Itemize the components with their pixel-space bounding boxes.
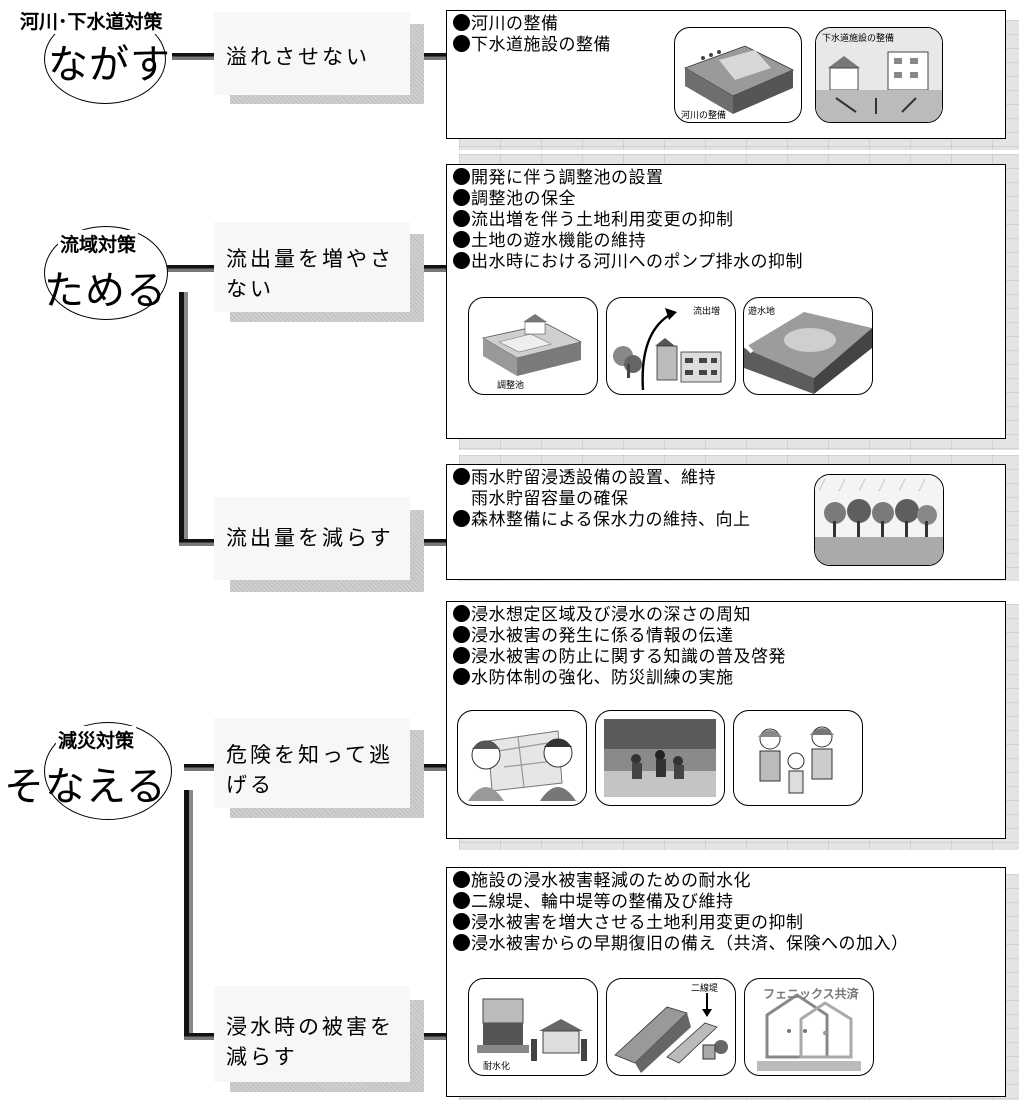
river-improvement-illustration: 河川の整備	[674, 27, 802, 123]
list-item: 雨水貯留容量の確保	[471, 489, 629, 509]
runoff-increase-illustration: 流出増	[606, 297, 736, 395]
list-item: 浸水被害の防止に関する知識の普及啓発	[453, 647, 999, 668]
connector	[410, 539, 448, 546]
subcategory-box: 浸水時の被害を減らす	[214, 986, 410, 1082]
subcategory-box: 溢れさせない	[214, 12, 410, 95]
secondary-levee-illustration: 二線堤	[606, 978, 736, 1076]
list-item: 施設の浸水被害軽減のための耐水化	[453, 871, 999, 892]
list-item: 浸水被害からの早期復旧の備え（共済、保険への加入）	[453, 934, 999, 955]
phoenix-mutual-aid-illustration: フェニックス共済	[744, 978, 874, 1076]
illustration-caption: 下水道施設の整備	[822, 34, 895, 44]
bullet-icon	[453, 668, 470, 685]
list-item: 森林整備による保水力の維持、向上	[453, 510, 999, 531]
evacuation-illustration	[733, 710, 863, 806]
subcategory-box: 流出量を減らす	[214, 497, 410, 580]
bullet-icon	[453, 14, 470, 31]
bullet-icon	[453, 913, 470, 930]
list-item: 調整池の保全	[453, 189, 999, 210]
list-item: 浸水想定区域及び浸水の深さの周知	[453, 605, 999, 626]
subcategory-box: 流出量を増やさない	[214, 222, 410, 312]
sewer-facility-illustration: 下水道施設の整備	[815, 27, 943, 123]
list-item: 開発に伴う調整池の設置	[453, 168, 999, 189]
list-item: 土地の遊水機能の維持	[453, 231, 999, 252]
bullet-icon	[453, 605, 470, 622]
connector	[410, 764, 448, 771]
category-keyword: ながす	[48, 42, 171, 88]
bullet-icon	[453, 35, 470, 52]
bullet-icon	[453, 510, 470, 527]
illustration-caption: フェニックス共済	[763, 987, 859, 1001]
list-item: 浸水被害を増大させる土地利用変更の抑制	[453, 913, 999, 934]
list-item: 流出増を伴う土地利用変更の抑制	[453, 210, 999, 231]
category-title: 流域対策	[58, 230, 139, 257]
waterproofing-illustration: 耐水化	[468, 978, 598, 1076]
illustration-caption: 耐水化	[483, 1062, 511, 1072]
category-keyword: そなえる	[4, 764, 167, 810]
bullet-icon	[453, 892, 470, 909]
list-item: 出水時における河川へのポンプ排水の抑制	[453, 252, 999, 273]
bullet-icon	[453, 626, 470, 643]
bullet-icon	[453, 189, 470, 206]
list-item: 水防体制の強化、防災訓練の実施	[453, 668, 999, 689]
connector	[184, 1033, 216, 1040]
connector	[410, 1033, 448, 1040]
bullet-icon	[453, 934, 470, 951]
bullet-icon	[453, 210, 470, 227]
connector	[179, 539, 216, 546]
forest-illustration	[814, 474, 944, 566]
list-item: 浸水被害の発生に係る情報の伝達	[453, 626, 999, 647]
bullet-icon	[453, 252, 470, 269]
bullet-icon	[453, 468, 470, 485]
list-item: 下水道施設の整備	[453, 35, 999, 56]
retarding-basin-illustration: 遊水地	[743, 297, 873, 395]
connector	[164, 265, 216, 272]
illustration-caption: 遊水地	[748, 307, 776, 317]
bullet-icon	[453, 168, 470, 185]
connector	[172, 53, 216, 60]
bullet-icon	[453, 231, 470, 248]
category-title: 減災対策	[56, 726, 137, 753]
flood-drill-photo-illustration	[595, 710, 725, 806]
connector	[410, 53, 448, 60]
illustration-caption: 河川の整備	[681, 111, 727, 121]
illustration-caption: 二線堤	[691, 984, 719, 994]
illustration-caption: 調整池	[497, 381, 525, 391]
category-title: 河川･下水道対策	[18, 7, 165, 34]
bullet-icon	[453, 871, 470, 888]
retention-pond-illustration: 調整池	[468, 297, 598, 395]
connector	[410, 265, 448, 272]
list-item: 雨水貯留浸透設備の設置、維持	[453, 468, 999, 489]
list-item: 二線堤、輪中堤等の整備及び維持	[453, 892, 999, 913]
category-keyword: ためる	[44, 268, 167, 314]
subcategory-box: 危険を知って逃げる	[214, 718, 410, 808]
bullet-icon	[453, 647, 470, 664]
connector	[179, 292, 188, 546]
illustration-caption: 流出増	[693, 307, 721, 317]
connector	[184, 764, 216, 771]
connector	[184, 790, 193, 1040]
list-item: 河川の整備	[453, 14, 999, 35]
hazard-map-illustration	[457, 710, 587, 806]
